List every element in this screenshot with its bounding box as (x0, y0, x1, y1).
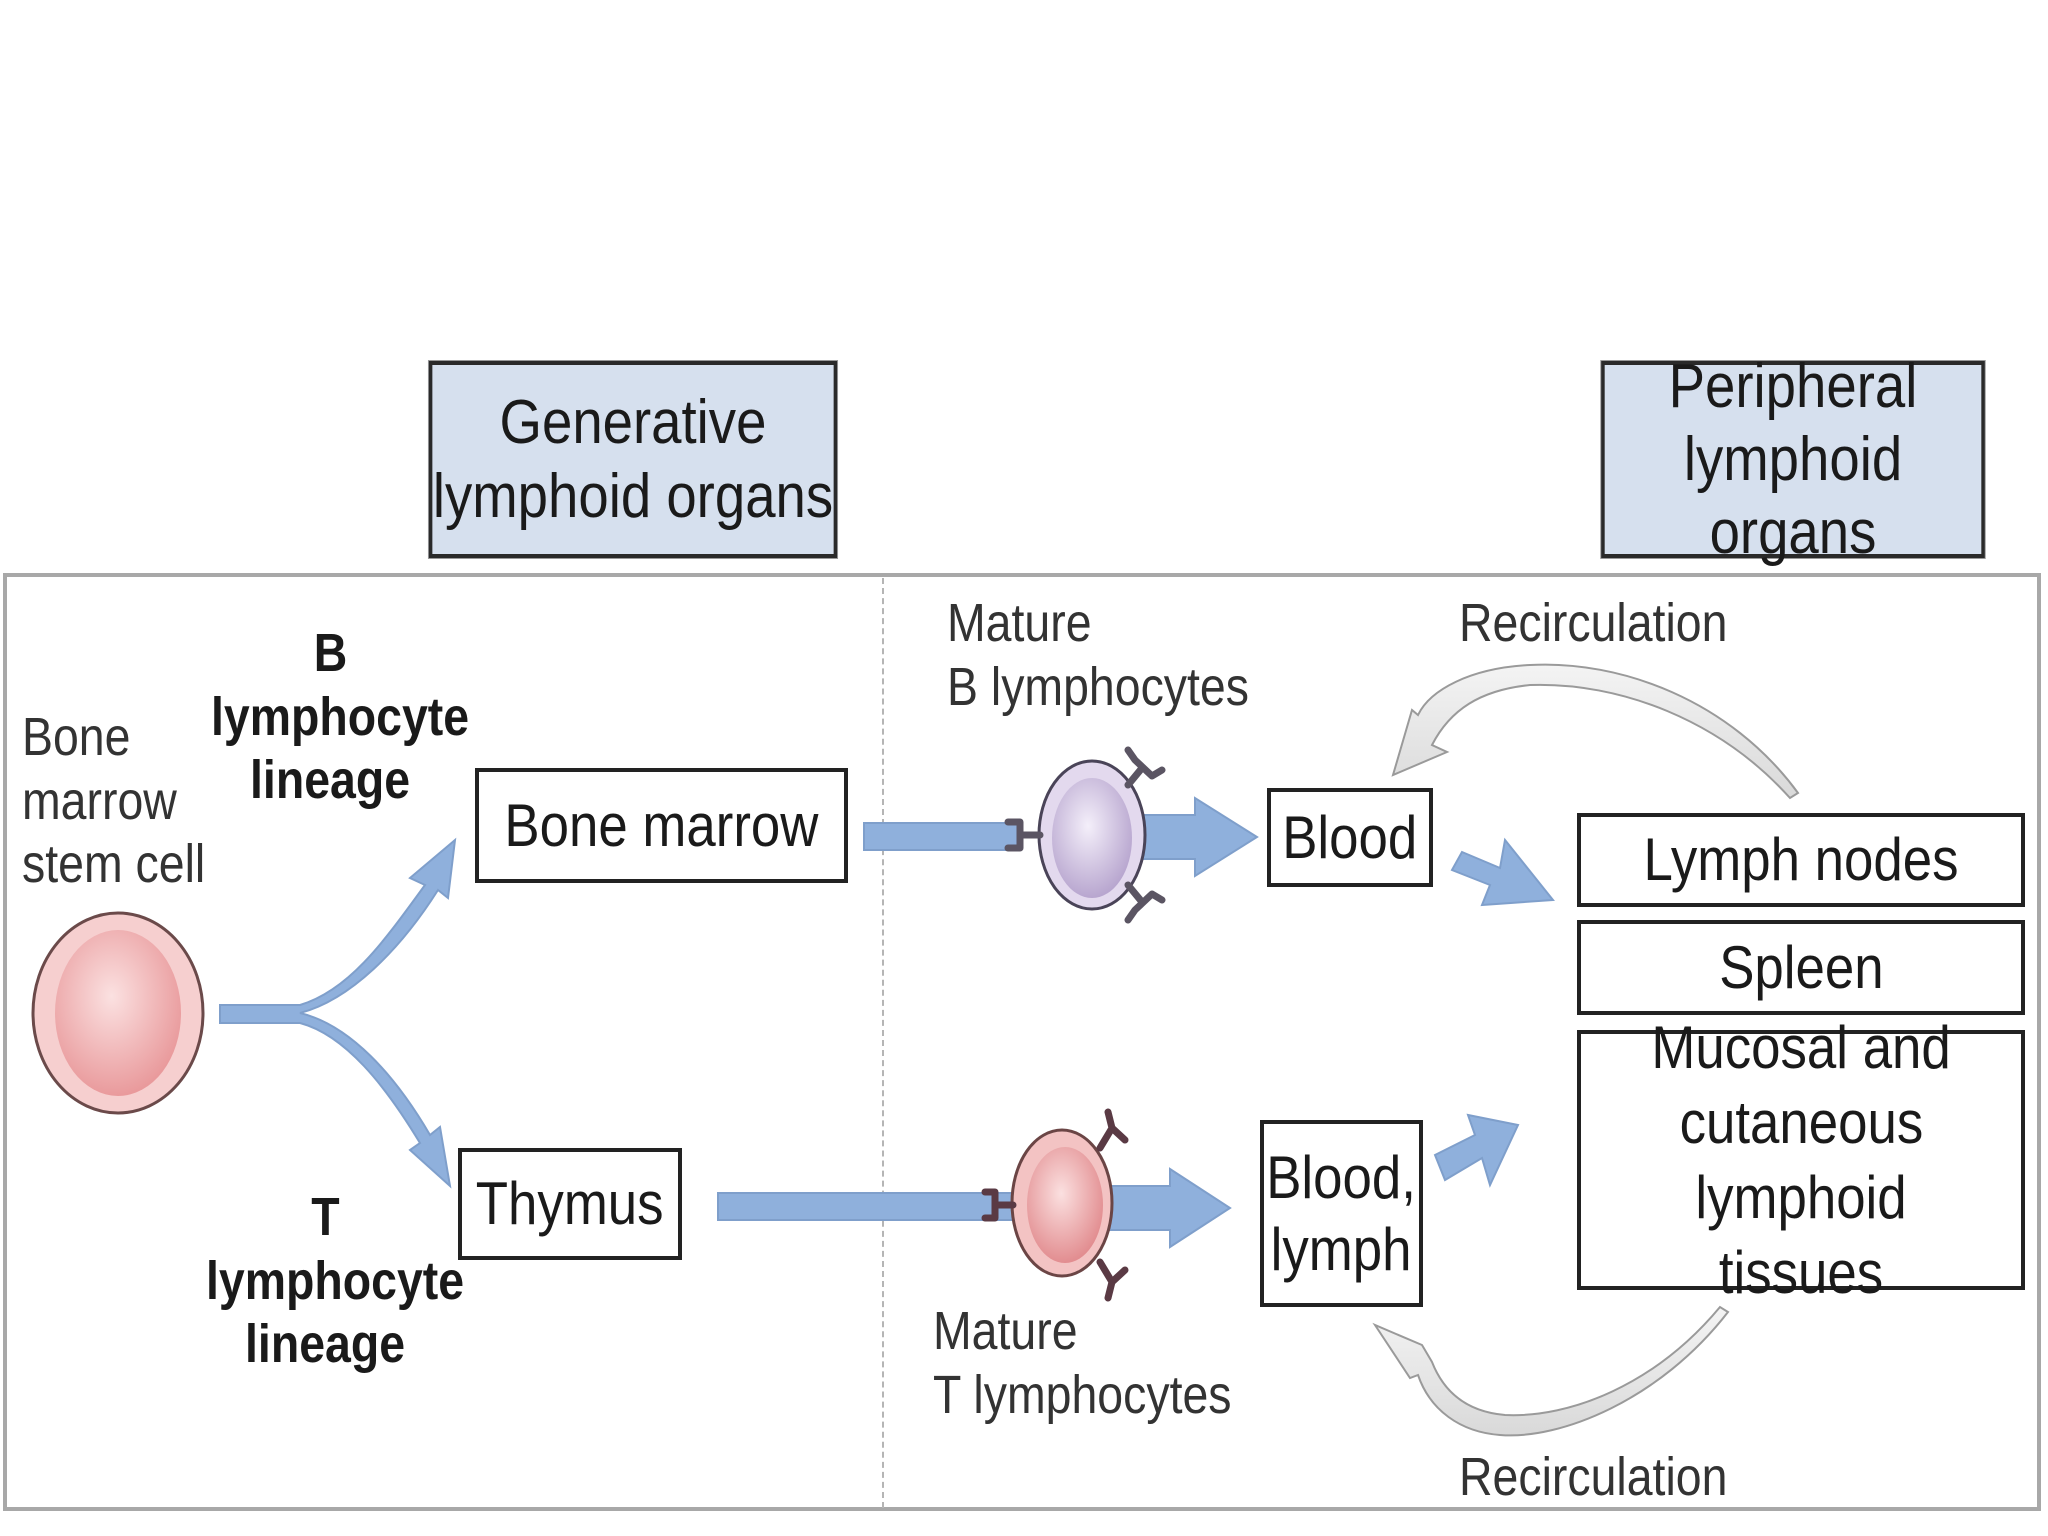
box-label-line: lymphoid tissues (1695, 1164, 1907, 1306)
bone-marrow-box: Bone marrow (475, 768, 848, 883)
recirculation-label-top: Recirculation (1459, 592, 1771, 656)
box-label: Thymus (476, 1170, 664, 1237)
t-cell-flow-arrow (717, 1167, 1232, 1249)
label-line: marrow (22, 770, 177, 831)
b-cell-flow-arrow (863, 796, 1259, 878)
header-line: lymphoid organs (432, 461, 834, 531)
peripheral-lymphoid-organs-header: Peripheral lymphoid organs (1601, 352, 1985, 567)
label-line: B (313, 623, 347, 683)
box-label: Spleen (1718, 933, 1884, 1001)
box-label: Blood (1282, 803, 1418, 871)
label-text: Recirculation (1459, 593, 1728, 653)
mature-b-lymphocytes-label: Mature B lymphocytes (947, 592, 1298, 719)
box-label-line: cutaneous (1679, 1089, 1923, 1156)
label-line: B lymphocytes (947, 656, 1249, 717)
label-text: Recirculation (1459, 1447, 1728, 1507)
header-line: Peripheral (1668, 351, 1918, 421)
b-lymphocyte-icon (1004, 746, 1166, 924)
label-line: Mature (933, 1301, 1078, 1361)
blood-lymph-box: Blood, lymph (1260, 1120, 1423, 1307)
section-divider (882, 578, 884, 1508)
lineage-branch-arrow (219, 837, 457, 1189)
label-line: Bone (22, 707, 131, 767)
label-line: lymphocyte (206, 1250, 465, 1311)
lymph-nodes-box: Lymph nodes (1577, 813, 2025, 907)
header-line: Generative (499, 388, 767, 458)
stem-cell-label: Bone marrow stem cell (22, 706, 235, 897)
header-line: lymphoid organs (1683, 424, 1903, 568)
box-label: Lymph nodes (1643, 826, 1959, 893)
label-line: T lymphocytes (933, 1364, 1232, 1425)
recirculation-label-bottom: Recirculation (1459, 1446, 1771, 1510)
mature-t-lymphocytes-label: Mature T lymphocytes (933, 1300, 1280, 1427)
b-lineage-label: B lymphocyte lineage (190, 622, 470, 813)
spleen-box: Spleen (1577, 920, 2025, 1015)
t-lineage-label: T lymphocyte lineage (185, 1186, 465, 1377)
generative-lymphoid-organs-header: Generative lymphoid organs (428, 361, 838, 558)
thymus-box: Thymus (458, 1148, 682, 1260)
label-line: Mature (947, 593, 1092, 653)
box-label-line: Blood, (1266, 1143, 1417, 1211)
label-line: stem cell (22, 834, 206, 895)
blood-to-lymph-nodes-arrow (1450, 837, 1555, 907)
recirculation-arrow-top (1391, 663, 1800, 800)
stem-cell-icon (31, 911, 205, 1115)
box-label-line: Mucosal and (1651, 1014, 1951, 1081)
antibody-receptor-icon (1004, 746, 1166, 924)
recirculation-arrow-bottom (1372, 1305, 1730, 1437)
t-lymphocyte-icon (981, 1108, 1129, 1302)
blood-box: Blood (1267, 788, 1433, 887)
t-cell-receptor-icon (981, 1108, 1129, 1302)
label-line: lymphocyte (211, 686, 470, 747)
box-label-line: lymph (1271, 1215, 1412, 1283)
box-label: Bone marrow (504, 791, 819, 859)
label-line: lineage (249, 750, 411, 811)
blood-lymph-to-mucosal-arrow (1433, 1113, 1520, 1188)
diagram-frame (3, 573, 2041, 1511)
label-line: T (310, 1187, 340, 1247)
mucosal-cutaneous-box: Mucosal and cutaneous lymphoid tissues (1577, 1014, 2025, 1306)
label-line: lineage (244, 1314, 406, 1375)
